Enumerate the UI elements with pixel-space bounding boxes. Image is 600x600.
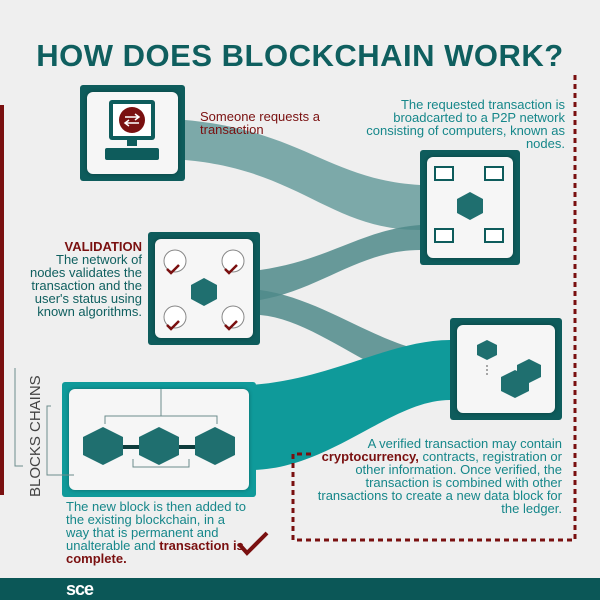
network-box xyxy=(420,150,520,265)
blockchain-box xyxy=(62,382,256,497)
verified-text: A verified transaction may contain crypt… xyxy=(300,437,562,515)
validation-block: VALIDATION The network of nodes validate… xyxy=(28,240,142,318)
computer-transfer-icon xyxy=(105,100,159,160)
block-stack-icon xyxy=(477,340,541,398)
verified-intro: A verified transaction may contain xyxy=(367,436,562,451)
page-title: HOW DOES BLOCKCHAIN WORK? xyxy=(36,38,564,73)
validation-box xyxy=(148,232,260,345)
complete-body: The new block is then added to the exist… xyxy=(66,499,246,553)
validated-nodes-icon xyxy=(163,249,245,331)
chains-label: CHAINS xyxy=(27,375,44,432)
complete-bold: transaction is complete. xyxy=(66,538,244,566)
blockchain-icon xyxy=(83,386,235,468)
complete-text: The new block is then added to the exist… xyxy=(66,500,251,565)
label-brackets xyxy=(14,368,74,476)
footer-bar xyxy=(0,578,600,600)
verified-bold: cryptocurrency, xyxy=(321,449,419,464)
checkmark-icon xyxy=(237,531,269,556)
validation-heading: VALIDATION xyxy=(64,239,142,254)
new-block-box xyxy=(450,318,562,420)
verified-rest: contracts, registration or other informa… xyxy=(317,449,562,516)
nodes-network-icon xyxy=(434,166,504,243)
dotted-connector xyxy=(291,75,577,542)
blocks-label: BLOCKS xyxy=(27,436,44,497)
sce-logo: sce xyxy=(66,579,94,599)
request-text: Someone requests a transaction xyxy=(200,109,320,137)
request-box xyxy=(80,85,185,181)
broadcast-text: The requested transaction is broadcarted… xyxy=(366,97,565,151)
validation-text: The network of nodes validates the trans… xyxy=(29,252,142,319)
